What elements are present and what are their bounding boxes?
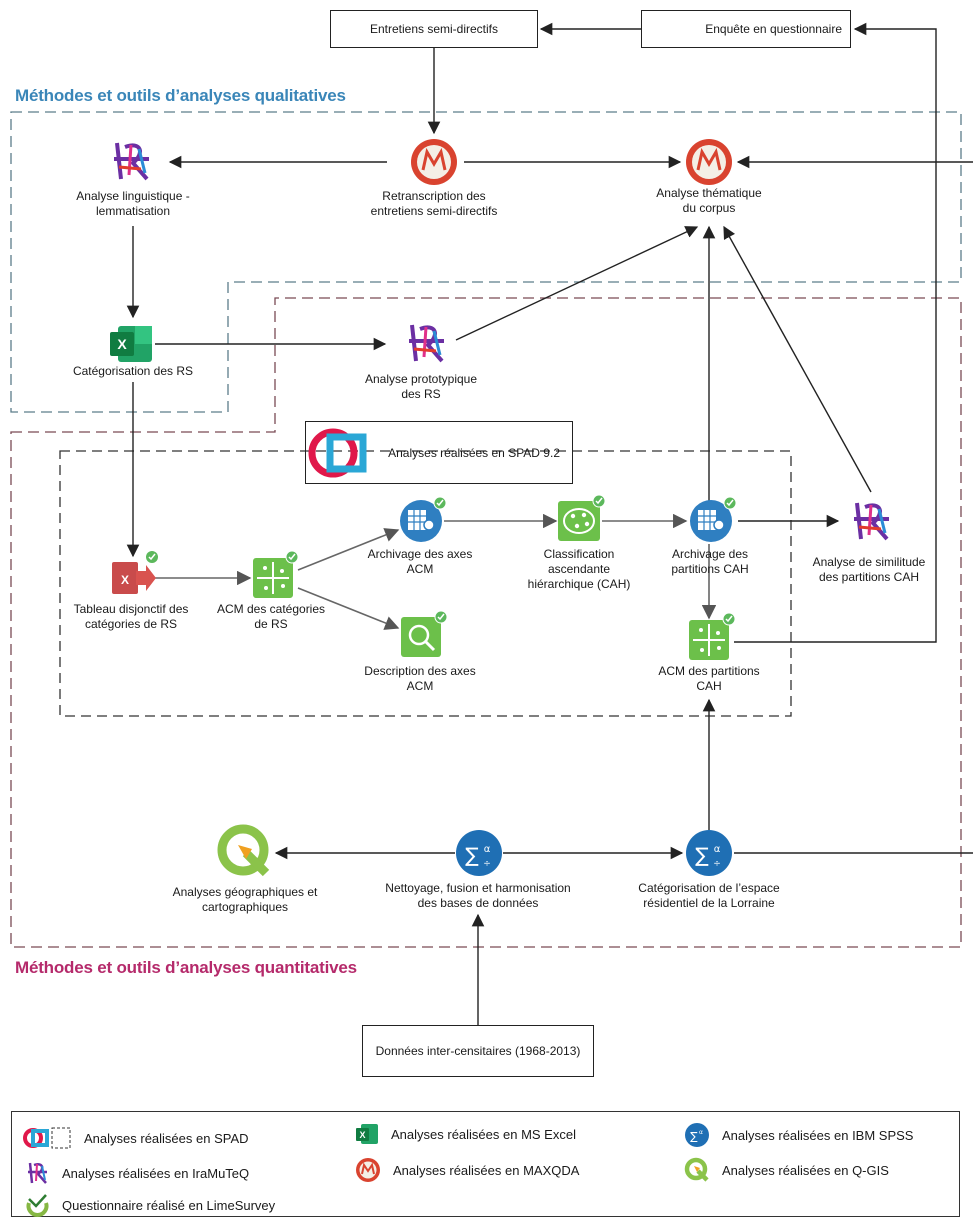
node-archivage-partitions: Archivage des partitions CAH <box>671 547 749 576</box>
legend-limesurvey: Questionnaire réalisé en LimeSurvey <box>26 1193 275 1217</box>
spreadsheet-export-icon: X <box>112 551 158 594</box>
spss-icon: ∑ α ÷ <box>686 830 732 876</box>
legend-maxqda: Analyses réalisées en MAXQDA <box>355 1157 579 1183</box>
svg-text:α: α <box>699 1129 703 1136</box>
node-geographiques: Analyses géographiques et cartographique… <box>172 885 318 914</box>
node-linguistique: Analyse linguistique - lemmatisation <box>76 189 190 218</box>
limesurvey-icon <box>26 1194 49 1217</box>
svg-text:X: X <box>121 573 129 587</box>
arrow-acm-description <box>297 587 400 630</box>
svg-text:α: α <box>484 844 491 855</box>
entretiens-box: Entretiens semi-directifs <box>330 10 538 48</box>
legend-iramuteq: Analyses réalisées en IraMuTeQ <box>26 1161 249 1185</box>
enquete-label: Enquête en questionnaire <box>705 22 842 36</box>
node-acm-categories: ACM des catégories de RS <box>216 602 326 631</box>
arrow-prototypique-thematique <box>455 226 699 341</box>
iramuteq-icon <box>111 139 153 181</box>
iramuteq-icon <box>854 502 889 541</box>
maxqda-icon <box>356 1158 380 1182</box>
archive-table-icon <box>400 496 447 542</box>
spad-region-border <box>59 450 792 717</box>
svg-text:X: X <box>359 1130 365 1140</box>
legend-qgis: Analyses réalisées en Q-GIS <box>684 1157 889 1183</box>
node-tableau: Tableau disjonctif des catégories de RS <box>73 602 189 631</box>
arrow-similitude-thematique <box>723 225 872 493</box>
legend-limesurvey-label: Questionnaire réalisé en LimeSurvey <box>62 1197 276 1213</box>
spad-logo-icon <box>308 428 367 478</box>
legend-excel: X Analyses réalisées en MS Excel <box>355 1122 576 1146</box>
archive-table-icon <box>690 496 737 542</box>
legend-spad: Analyses réalisées en SPAD <box>22 1126 249 1150</box>
qualitative-region-border <box>10 111 962 413</box>
entretiens-label: Entretiens semi-directifs <box>369 22 499 36</box>
svg-text:÷: ÷ <box>713 859 721 869</box>
classification-icon <box>558 494 606 541</box>
quantitative-region-border <box>10 297 962 948</box>
arrow-acm-archivage-axes <box>297 528 400 571</box>
spad-box: Analyses réalisées en SPAD 9.2 <box>305 421 573 484</box>
legend-spss: ∑ α Analyses réalisées en IBM SPSS <box>684 1122 913 1148</box>
excel-icon: X <box>356 1124 378 1144</box>
donnees-label: Données inter-censitaires (1968-2013) <box>375 1044 581 1058</box>
iramuteq-icon <box>28 1162 47 1184</box>
legend-iramuteq-label: Analyses réalisées en IraMuTeQ <box>62 1165 250 1181</box>
legend: Analyses réalisées en SPAD X Analyses ré… <box>11 1111 960 1217</box>
qualitative-section-title: Méthodes et outils d’analyses qualitativ… <box>15 86 346 105</box>
svg-text:∑: ∑ <box>465 843 479 867</box>
acm-grid-icon <box>253 550 299 598</box>
node-acm-partitions: ACM des partitions CAH <box>658 664 760 693</box>
node-description-axes: Description des axes ACM <box>364 664 476 693</box>
qgis-icon <box>217 824 270 877</box>
legend-qgis-label: Analyses réalisées en Q-GIS <box>722 1162 889 1178</box>
maxqda-icon <box>411 139 457 185</box>
legend-maxqda-label: Analyses réalisées en MAXQDA <box>393 1162 580 1178</box>
node-classification: Classification ascendante hiérarchique (… <box>527 547 631 591</box>
legend-spad-label: Analyses réalisées en SPAD <box>84 1130 249 1146</box>
excel-icon: X <box>110 326 152 362</box>
acm-grid-icon <box>689 612 736 660</box>
node-prototypique: Analyse prototypique des RS <box>364 372 478 401</box>
iramuteq-icon <box>409 324 444 363</box>
svg-text:÷: ÷ <box>483 859 491 869</box>
node-thematique: Analyse thématique du corpus <box>656 186 762 215</box>
svg-text:∑: ∑ <box>695 843 709 867</box>
node-similitude: Analyse de similitude des partitions CAH <box>812 555 926 584</box>
spss-icon: ∑ α <box>685 1123 709 1147</box>
maxqda-icon <box>686 139 732 185</box>
quantitative-section-title: Méthodes et outils d’analyses quantitati… <box>15 958 357 977</box>
spad-icon <box>23 1127 71 1149</box>
axis-description-icon <box>401 610 448 657</box>
svg-text:∑: ∑ <box>690 1130 698 1143</box>
node-archivage-axes: Archivage des axes ACM <box>367 547 473 576</box>
spss-icon: ∑ α ÷ <box>456 830 502 876</box>
svg-text:X: X <box>117 336 127 352</box>
svg-text:α: α <box>714 844 721 855</box>
enquete-box: Enquête en questionnaire <box>641 10 851 48</box>
arrow-acm-partitions-enquete <box>734 22 937 643</box>
qgis-icon <box>684 1157 709 1182</box>
donnees-box: Données inter-censitaires (1968-2013) <box>362 1025 594 1077</box>
node-nettoyage: Nettoyage, fusion et harmonisation des b… <box>385 881 571 910</box>
node-categorisation-rs: Catégorisation des RS <box>72 364 194 378</box>
node-categorisation-espace: Catégorisation de l’espace résidentiel d… <box>638 881 780 910</box>
node-retranscription: Retranscription des entretiens semi-dire… <box>370 189 498 218</box>
legend-excel-label: Analyses réalisées en MS Excel <box>391 1126 576 1142</box>
legend-spss-label: Analyses réalisées en IBM SPSS <box>722 1127 914 1143</box>
spad-box-label: Analyses réalisées en SPAD 9.2 <box>388 445 560 460</box>
